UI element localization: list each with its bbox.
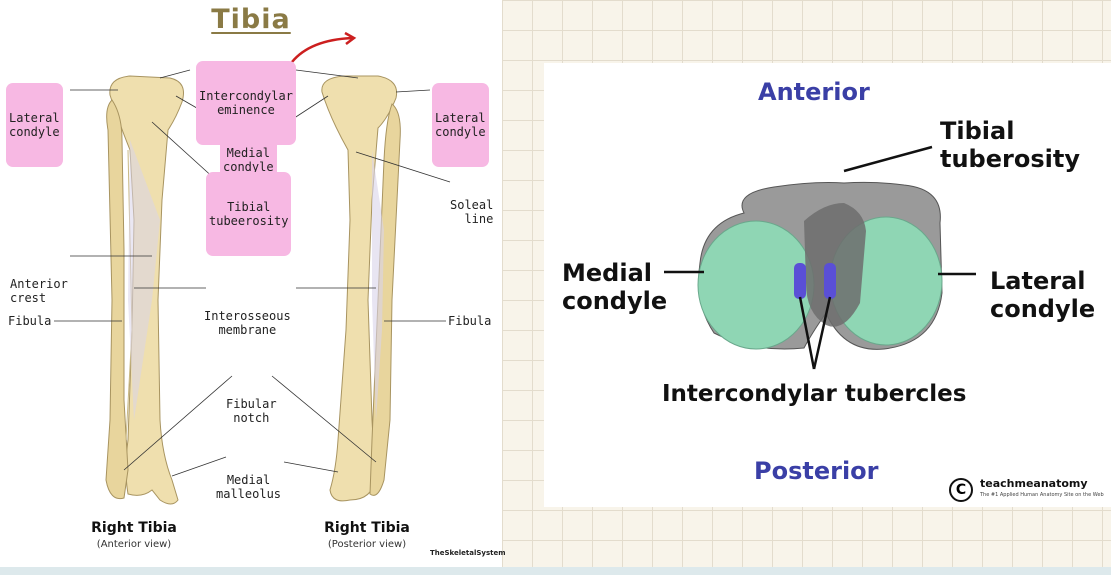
caption-posterior-title: Right Tibia [287,520,447,536]
lateral-tubercle-highlight [824,263,836,299]
medial-tubercle-highlight [794,263,806,299]
caption-anterior-view: (Anterior view) [54,539,214,550]
red-arrow-icon [292,38,352,62]
label-anterior: Anterior [758,78,870,106]
caption-posterior-view: (Posterior view) [287,539,447,550]
bottom-strip [0,567,1111,575]
brand-teachmeanatomy: teachmeanatomy [980,477,1088,490]
label-intercondylar-tubercles: Intercondylar tubercles [662,381,966,407]
brand-tagline: The #1 Applied Human Anatomy Site on the… [980,492,1104,498]
copyright-icon: C [949,478,973,502]
credit-skeletal-system: TheSkeletalSystem [430,549,506,557]
label-fibula-left: Fibula [8,314,51,328]
caption-anterior-title: Right Tibia [54,520,214,536]
posterior-tibia-bone [322,76,400,501]
label-posterior: Posterior [754,457,879,485]
tibia-diagram-panel: Tibia [0,0,502,567]
label-fibula-right: Fibula [448,314,491,328]
